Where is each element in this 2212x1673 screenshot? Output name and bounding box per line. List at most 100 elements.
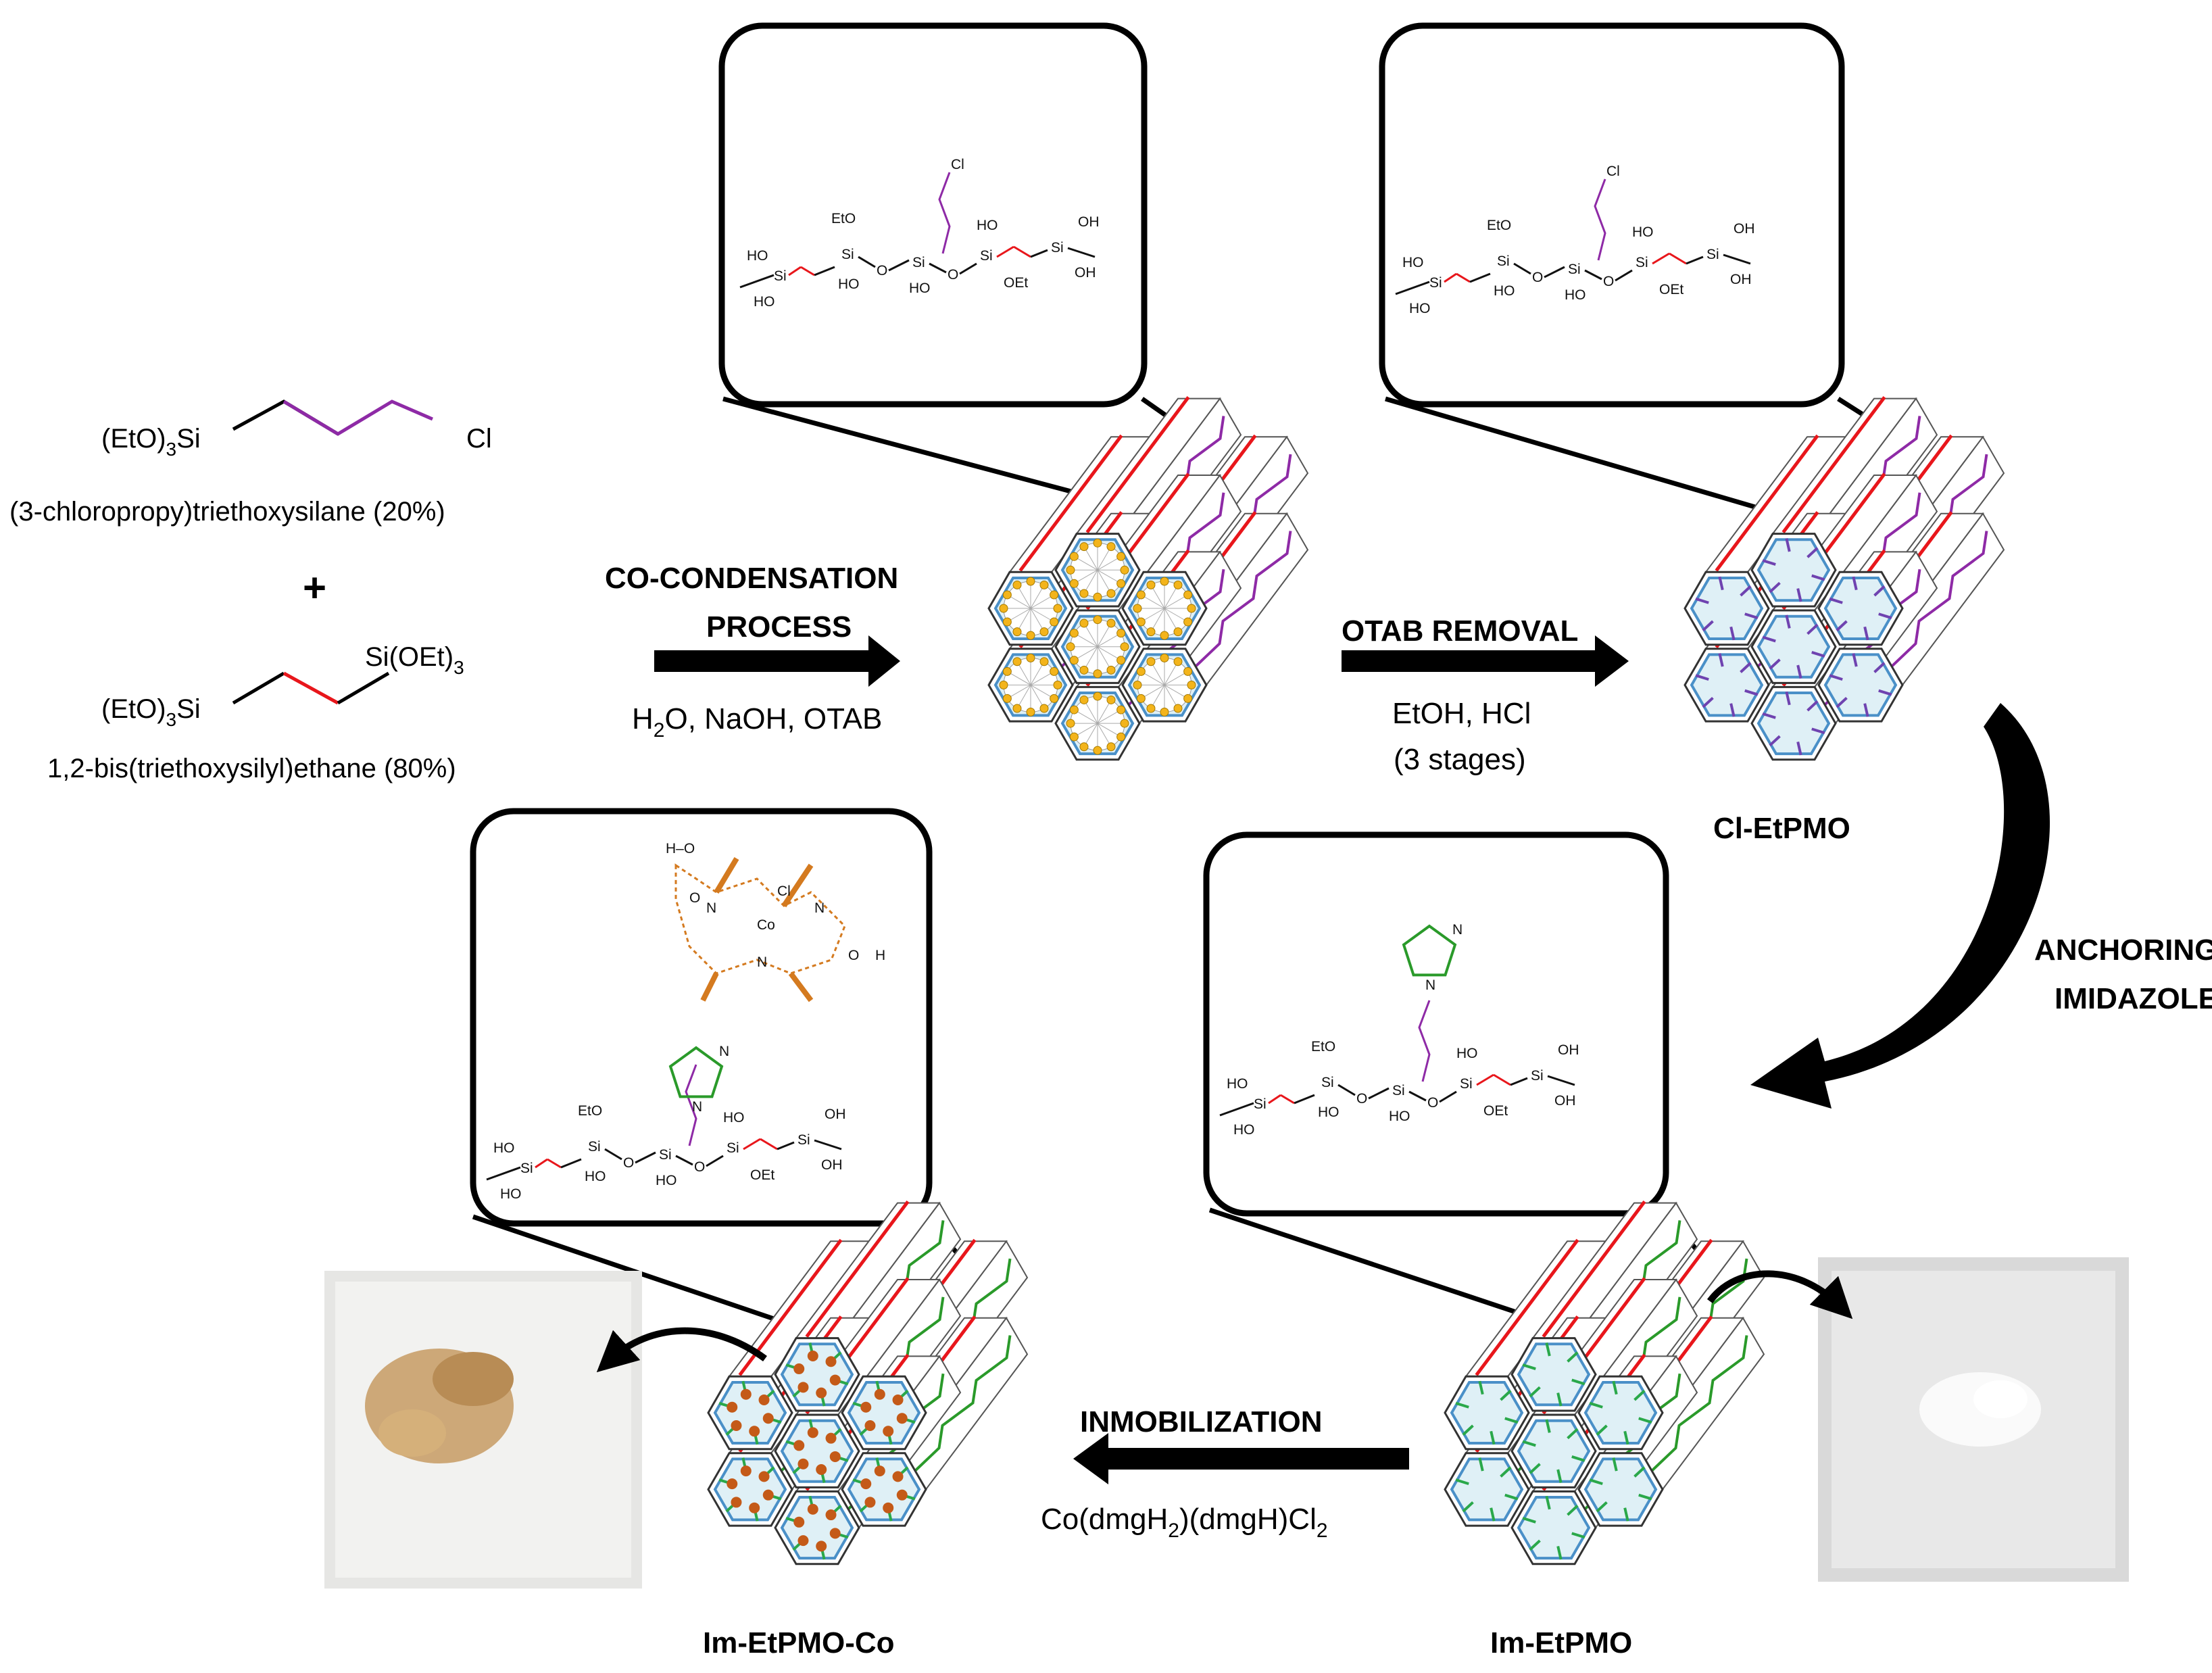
surfactant-head [1183,694,1193,703]
bond-ethane [1476,1073,1494,1086]
label-im-etpmo: Im-EtPMO [1490,1626,1632,1659]
surfactant-head [1136,666,1146,676]
surfactant-head [1183,590,1193,600]
label-n: N [719,1044,729,1059]
bte-black-link-left [232,671,285,705]
label-eto: EtO [578,1103,602,1119]
surfactant-head [1079,542,1089,552]
surfactant-head [1026,707,1035,717]
wall-linker [1651,1335,1748,1472]
zoom-box-cl-etpmo [1379,22,1845,408]
surfactant-head [1093,538,1102,548]
pore-chain [1638,1493,1652,1501]
co-site [749,1426,760,1437]
surfactant-tail [1018,587,1031,609]
surfactant-head [1053,604,1062,613]
bond [706,1155,724,1167]
label-o: O [623,1155,634,1171]
connector-b1 [1385,396,1802,523]
surfactant-head [1069,552,1079,561]
surfactant-tail [1009,672,1031,685]
cocondensation-conditions: H2O, NaOH, OTAB [632,702,882,742]
co-site [825,1509,837,1521]
co-site [896,1489,908,1501]
pore-chain [1878,612,1892,620]
surfactant-tail [1030,685,1043,706]
surfactant-head [1106,589,1116,598]
surfactant-tail [1097,710,1119,724]
label-si: Si [1636,255,1648,270]
surfactant-head [1079,742,1089,752]
pore-chain [1571,1455,1586,1462]
co-site [864,1420,876,1432]
surfactant-tail [1018,685,1031,706]
surfactant-head [1002,617,1012,627]
surfactant-tail [1143,596,1165,609]
bond [929,262,947,274]
surfactant-head [1136,617,1146,627]
surfactant-head [1012,704,1022,713]
pore-chain [1785,538,1791,552]
pore-chain [1462,1501,1474,1513]
label-oh: OH [821,1157,843,1173]
label-si: Si [1321,1075,1334,1090]
co-site [883,1502,894,1513]
label-si: Si [1706,247,1719,262]
bond [1337,1084,1356,1096]
surfactant-head [1002,694,1012,703]
bond-methyl [1547,1075,1575,1086]
surfactant-head [1066,565,1075,575]
label-co: Co [757,917,775,933]
co-site [864,1497,876,1508]
cocondensation-arrow [654,635,900,687]
pore-chain [1504,1417,1519,1424]
bond [635,1151,656,1164]
pore-chain [1490,1507,1496,1522]
surfactant-tail [1097,702,1110,724]
bond [777,1141,795,1150]
anchoring-curved-arrow [1750,703,2050,1109]
label-oxime-oh: H–O [666,841,695,856]
ethane-line [1542,1201,1646,1338]
surfactant-head [1116,705,1126,714]
surfactant-tail [1009,684,1031,698]
surfactant-tail [1030,596,1052,609]
surfactant-tail [1164,587,1177,609]
surfactant-head [1183,617,1193,627]
pore-chain [1729,703,1736,717]
pore-chain [1522,1440,1536,1447]
surfactant-head [1146,657,1156,666]
co-site [807,1503,818,1515]
surfactant-tail [1164,608,1186,621]
pore-chain [1571,1532,1586,1539]
ethane-line [1475,1238,1579,1376]
surfactant-tail [1097,723,1110,745]
bond [1294,1094,1315,1105]
pore-chain [1567,1428,1579,1440]
ethane-line [1781,396,1886,534]
molecular-structures: HOSiHOSiEtOHOOSiHOOSiHOOEtSiOHOHClHOSiHO… [486,157,1755,1202]
surfactant-head [1012,580,1022,589]
pore-chain [1829,597,1843,604]
pore-chain [1478,1457,1484,1472]
co-site [860,1478,872,1490]
pore-chain [1702,620,1714,632]
co-site [762,1413,774,1424]
co-site [740,1388,752,1400]
label-si: Si [1429,275,1442,291]
svg-text:(EtO)3Si: (EtO)3Si [101,694,201,730]
co-site [793,1516,805,1528]
cocondensation-label-2: PROCESS [706,610,852,644]
co-site [807,1427,818,1438]
surfactant-head [1039,627,1049,637]
bond [1584,269,1602,281]
inmobilization-arrow [1073,1433,1409,1484]
pore-chain [1500,1466,1512,1478]
label-o: O [1427,1095,1438,1111]
ethane-line [1085,396,1190,534]
surfactant-tail [1097,646,1119,660]
surfactant-tail [1164,596,1186,609]
bond-methyl [1723,253,1751,265]
surfactant-head [1160,653,1169,662]
